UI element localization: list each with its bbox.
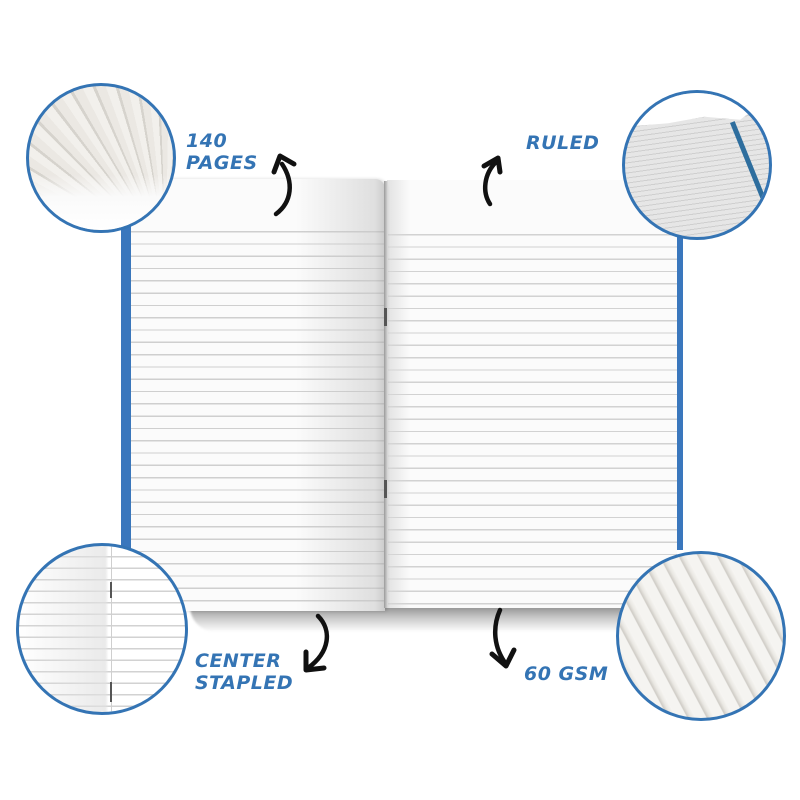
pages-closeup-circle bbox=[26, 83, 176, 233]
gsm-label-line-1: 60 GSM bbox=[524, 663, 609, 685]
pages-label-line-1: 140 bbox=[186, 130, 228, 152]
staple-icon bbox=[384, 308, 387, 326]
ruled-label: RULED bbox=[526, 132, 599, 154]
notebook-cover-left-edge bbox=[121, 224, 131, 550]
gsm-closeup-circle bbox=[616, 551, 786, 721]
gsm-label: 60 GSM bbox=[524, 663, 608, 685]
notebook-spine-gutter bbox=[384, 181, 388, 608]
ruled-label-line-1: RULED bbox=[526, 132, 600, 154]
center-stapled-closeup-circle bbox=[16, 543, 188, 715]
center-stapled-label: CENTER STAPLED bbox=[195, 650, 293, 694]
curved-arrow-down-icon bbox=[298, 612, 338, 674]
curved-arrow-up-icon bbox=[478, 152, 508, 208]
notebook-right-page bbox=[387, 180, 677, 608]
notebook-left-page bbox=[131, 179, 385, 611]
pages-label: 140 PAGES bbox=[186, 130, 258, 174]
center-stapled-label-line-2: STAPLED bbox=[195, 672, 294, 694]
staple-icon bbox=[384, 480, 387, 498]
ruled-closeup-circle bbox=[622, 90, 772, 240]
notebook-cover-right-edge bbox=[676, 180, 683, 550]
center-stapled-label-line-1: CENTER bbox=[195, 650, 282, 672]
curved-arrow-down-icon bbox=[488, 606, 518, 670]
pages-label-line-2: PAGES bbox=[186, 152, 258, 174]
curved-arrow-up-icon bbox=[270, 152, 300, 218]
